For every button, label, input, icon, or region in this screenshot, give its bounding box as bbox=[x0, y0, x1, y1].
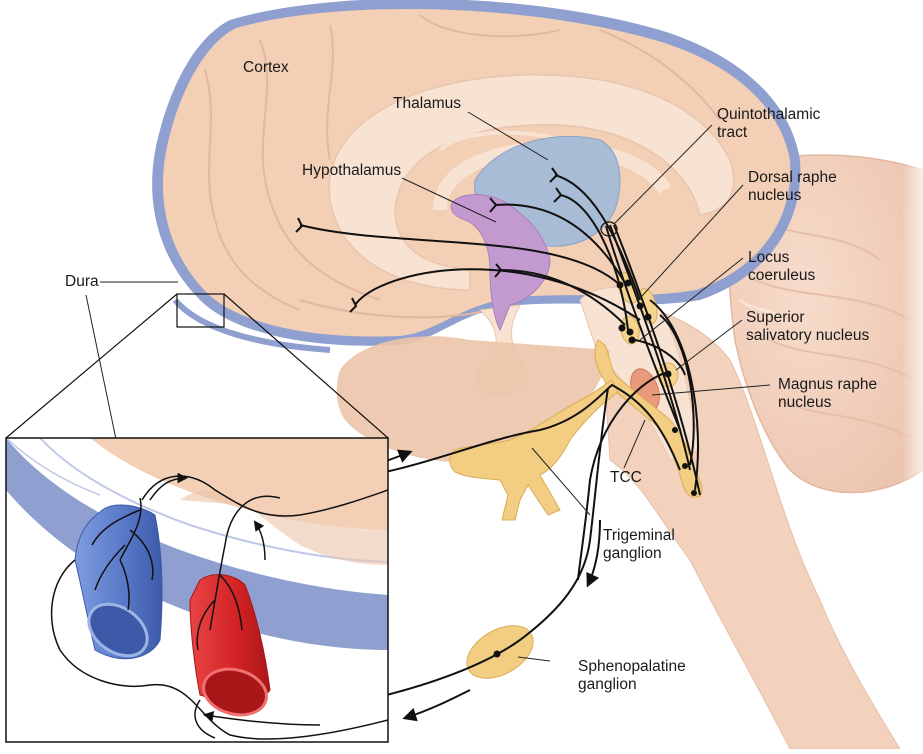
label-ssn-line2: salivatory nucleus bbox=[746, 327, 870, 344]
leader-lines bbox=[85, 111, 771, 662]
label-superior-salivatory-nucleus: Superior salivatory nucleus bbox=[746, 309, 869, 345]
label-locus-line1: Locus bbox=[748, 249, 790, 266]
label-dura: Dura bbox=[65, 273, 99, 291]
label-thalamus: Thalamus bbox=[393, 95, 461, 113]
label-quintothalamic-line1: Quintothalamic bbox=[717, 106, 821, 123]
label-locus-line2: coeruleus bbox=[748, 267, 816, 284]
label-quintothalamic-line2: tract bbox=[717, 124, 748, 141]
label-dura-text: Dura bbox=[65, 273, 99, 290]
label-hypothalamus: Hypothalamus bbox=[302, 162, 401, 180]
label-trigeminal-line2: ganglion bbox=[603, 545, 662, 562]
label-magnus-line1: Magnus raphe bbox=[778, 376, 878, 393]
label-spg-line1: Sphenopalatine bbox=[578, 658, 686, 675]
label-thalamus-text: Thalamus bbox=[393, 95, 462, 112]
zoom-source-box bbox=[176, 293, 225, 328]
quintothalamic-marker bbox=[600, 221, 618, 237]
label-locus-coeruleus: Locus coeruleus bbox=[748, 249, 815, 285]
inset-magnified-dura bbox=[6, 438, 388, 742]
nerve-terminals bbox=[295, 167, 563, 313]
label-magnus-raphe-nucleus: Magnus raphe nucleus bbox=[778, 376, 877, 412]
label-cortex: Cortex bbox=[243, 59, 289, 77]
label-trigeminal-ganglion: Trigeminal ganglion bbox=[603, 527, 675, 563]
label-dorsal-raphe-line2: nucleus bbox=[748, 187, 802, 204]
inset-frame bbox=[5, 437, 389, 743]
label-ssn-line1: Superior bbox=[746, 309, 805, 326]
label-sphenopalatine-ganglion: Sphenopalatine ganglion bbox=[578, 658, 686, 694]
label-tcc: TCC bbox=[610, 469, 642, 487]
synapse-dots bbox=[493, 279, 697, 658]
label-dorsal-raphe-nucleus: Dorsal raphe nucleus bbox=[748, 169, 837, 205]
label-cortex-text: Cortex bbox=[243, 59, 289, 76]
label-quintothalamic-tract: Quintothalamic tract bbox=[717, 106, 820, 142]
label-dorsal-raphe-line1: Dorsal raphe bbox=[748, 169, 837, 186]
label-trigeminal-line1: Trigeminal bbox=[603, 527, 675, 544]
label-hypothalamus-text: Hypothalamus bbox=[302, 162, 402, 179]
label-spg-line2: ganglion bbox=[578, 676, 637, 693]
cerebrum bbox=[152, 0, 801, 346]
label-tcc-text: TCC bbox=[610, 469, 642, 486]
label-magnus-line2: nucleus bbox=[778, 394, 832, 411]
